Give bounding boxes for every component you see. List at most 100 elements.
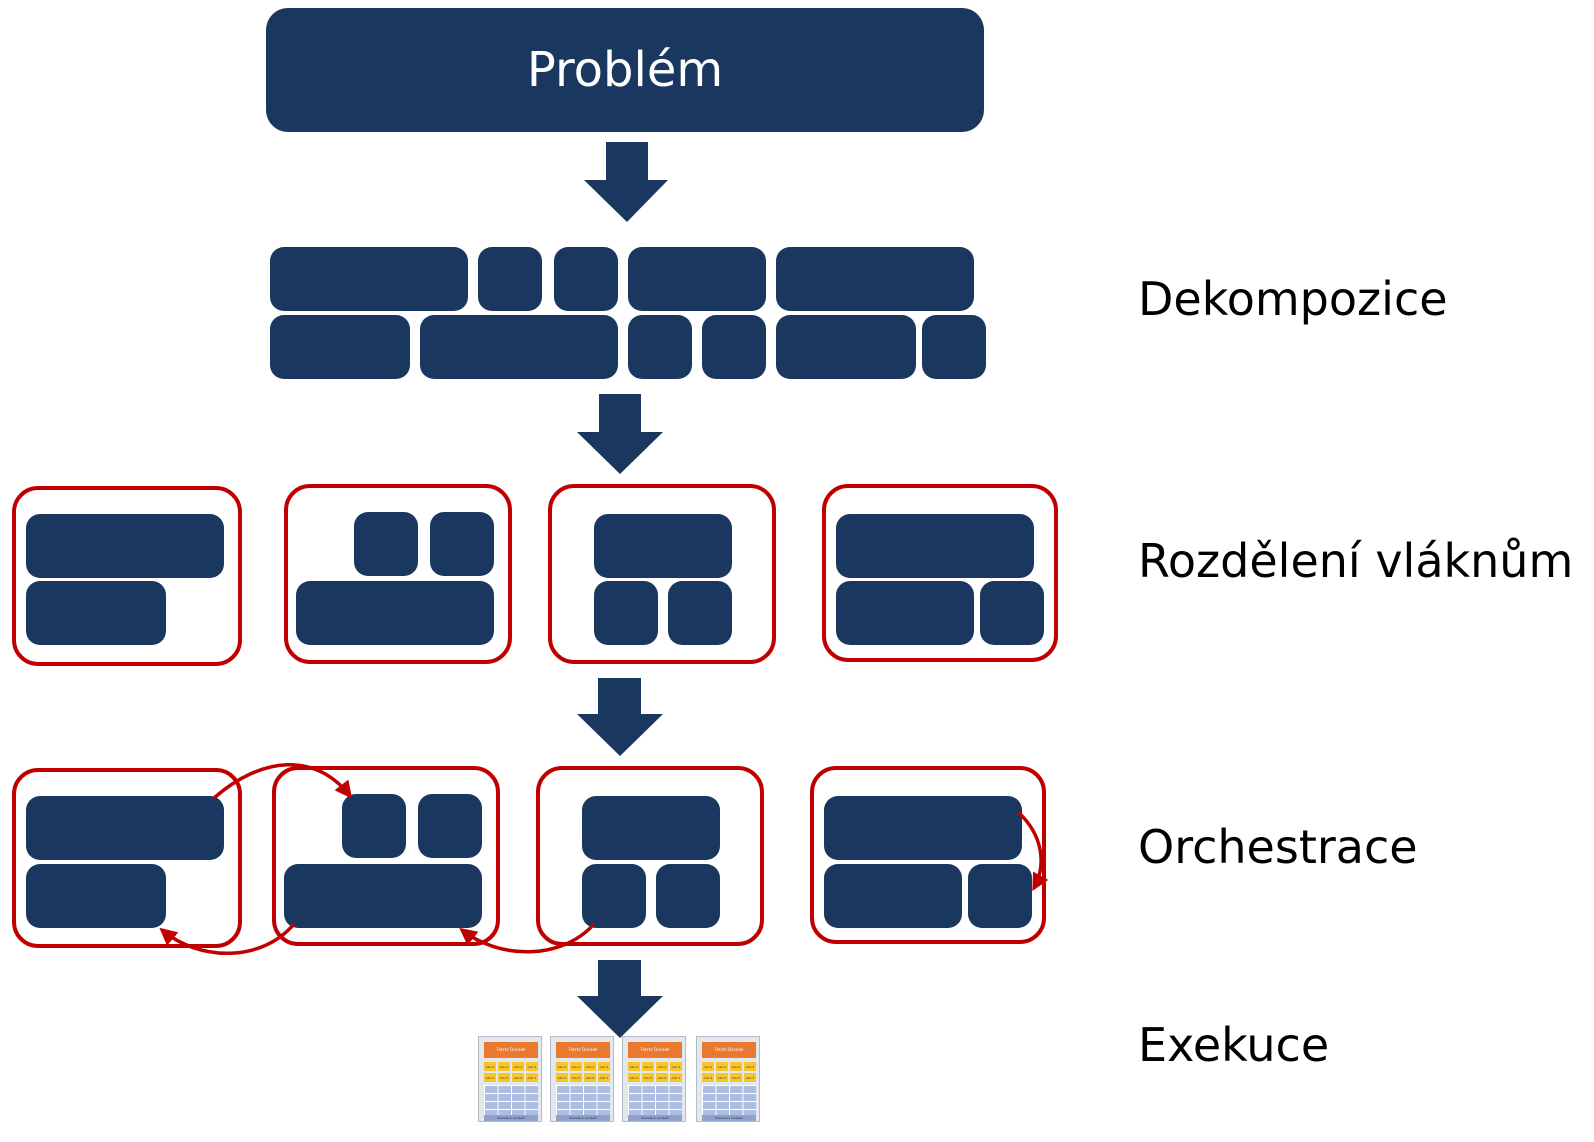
thread-frame [12, 486, 242, 666]
task-block [582, 864, 646, 928]
comm-arrow [212, 763, 353, 800]
task-block [922, 315, 986, 379]
task-block [824, 796, 1022, 860]
task-block [836, 581, 974, 645]
task-block [270, 315, 410, 379]
task-block [702, 315, 766, 379]
cpu-core-icon: Fetch/ Decode ALU 0 ALU 1 ALU 2 ALU 3 AL… [622, 1036, 686, 1122]
task-block [980, 581, 1044, 645]
task-block [628, 315, 692, 379]
task-block [968, 864, 1032, 928]
cpu-core-icon: Fetch/ Decode ALU 0 ALU 1 ALU 2 ALU 3 AL… [478, 1036, 542, 1122]
alu: ALU 7 [526, 1073, 538, 1082]
fetch-decode-unit: Fetch/ Decode [484, 1042, 538, 1058]
task-block [354, 512, 418, 576]
task-block [582, 796, 720, 860]
task-block [594, 581, 658, 645]
execution-context-label: Execution Context [628, 1115, 682, 1121]
alu: ALU 5 [716, 1073, 728, 1082]
thread-frame [810, 766, 1046, 944]
task-block [430, 512, 494, 576]
alu: ALU 7 [744, 1073, 756, 1082]
alu: ALU 0 [556, 1062, 568, 1071]
alu: ALU 5 [570, 1073, 582, 1082]
alu: ALU 7 [670, 1073, 682, 1082]
alu: ALU 6 [656, 1073, 668, 1082]
comm-arrow [159, 922, 296, 956]
alu: ALU 3 [670, 1062, 682, 1071]
task-block [26, 864, 166, 928]
task-block [656, 864, 720, 928]
task-block [836, 514, 1034, 578]
execution-context-label: Execution Context [556, 1115, 610, 1121]
alu: ALU 0 [484, 1062, 496, 1071]
alu: ALU 7 [598, 1073, 610, 1082]
alu: ALU 4 [702, 1073, 714, 1082]
cpu-core-icon: Fetch/ Decode ALU 0 ALU 1 ALU 2 ALU 3 AL… [550, 1036, 614, 1122]
execution-context-label: Execution Context [702, 1115, 756, 1121]
comm-arrow [1016, 810, 1049, 892]
stage-label-orchestration: Orchestrace [1138, 820, 1418, 874]
cpu-core-icon: Fetch/ Decode ALU 0 ALU 1 ALU 2 ALU 3 AL… [696, 1036, 760, 1122]
alu: ALU 6 [584, 1073, 596, 1082]
alu: ALU 3 [598, 1062, 610, 1071]
thread-frame [822, 484, 1058, 662]
task-block [824, 864, 962, 928]
task-block [284, 864, 482, 928]
down-arrow-4 [577, 960, 663, 1038]
alu: ALU 4 [556, 1073, 568, 1082]
thread-frame [548, 484, 776, 664]
down-arrow-1 [584, 142, 668, 222]
thread-frame [284, 484, 512, 664]
task-block [776, 315, 916, 379]
alu: ALU 1 [642, 1062, 654, 1071]
alu: ALU 6 [512, 1073, 524, 1082]
alu: ALU 4 [628, 1073, 640, 1082]
problem-box: Problém [266, 8, 984, 132]
alu: ALU 6 [730, 1073, 742, 1082]
task-block [668, 581, 732, 645]
alu: ALU 2 [730, 1062, 742, 1071]
down-arrow-2 [577, 394, 663, 474]
task-block [26, 796, 224, 860]
task-block [478, 247, 542, 311]
task-block [342, 794, 406, 858]
problem-label: Problém [526, 42, 724, 98]
comm-arrow [459, 922, 596, 954]
alu: ALU 4 [484, 1073, 496, 1082]
alu: ALU 1 [570, 1062, 582, 1071]
alu: ALU 2 [512, 1062, 524, 1071]
task-block [594, 514, 732, 578]
fetch-decode-unit: Fetch/ Decode [628, 1042, 682, 1058]
fetch-decode-unit: Fetch/ Decode [702, 1042, 756, 1058]
task-block [776, 247, 974, 311]
task-block [296, 581, 494, 645]
stage-label-execution: Exekuce [1138, 1018, 1330, 1072]
task-block [420, 315, 618, 379]
down-arrow-3 [577, 678, 663, 756]
task-block [418, 794, 482, 858]
execution-context-label: Execution Context [484, 1115, 538, 1121]
alu: ALU 3 [744, 1062, 756, 1071]
thread-frame [536, 766, 764, 946]
execution-context-grid [484, 1085, 538, 1119]
task-block [26, 514, 224, 578]
alu: ALU 1 [716, 1062, 728, 1071]
task-block [26, 581, 166, 645]
stage-label-assignment: Rozdělení vláknům [1138, 534, 1574, 588]
alu: ALU 5 [498, 1073, 510, 1082]
execution-context-grid [556, 1085, 610, 1119]
task-block [554, 247, 618, 311]
alu: ALU 0 [702, 1062, 714, 1071]
alu: ALU 1 [498, 1062, 510, 1071]
alu: ALU 2 [656, 1062, 668, 1071]
alu: ALU 0 [628, 1062, 640, 1071]
stage-label-decomposition: Dekompozice [1138, 272, 1448, 326]
execution-context-grid [628, 1085, 682, 1119]
alu: ALU 5 [642, 1073, 654, 1082]
fetch-decode-unit: Fetch/ Decode [556, 1042, 610, 1058]
execution-context-grid [702, 1085, 756, 1119]
task-block [270, 247, 468, 311]
